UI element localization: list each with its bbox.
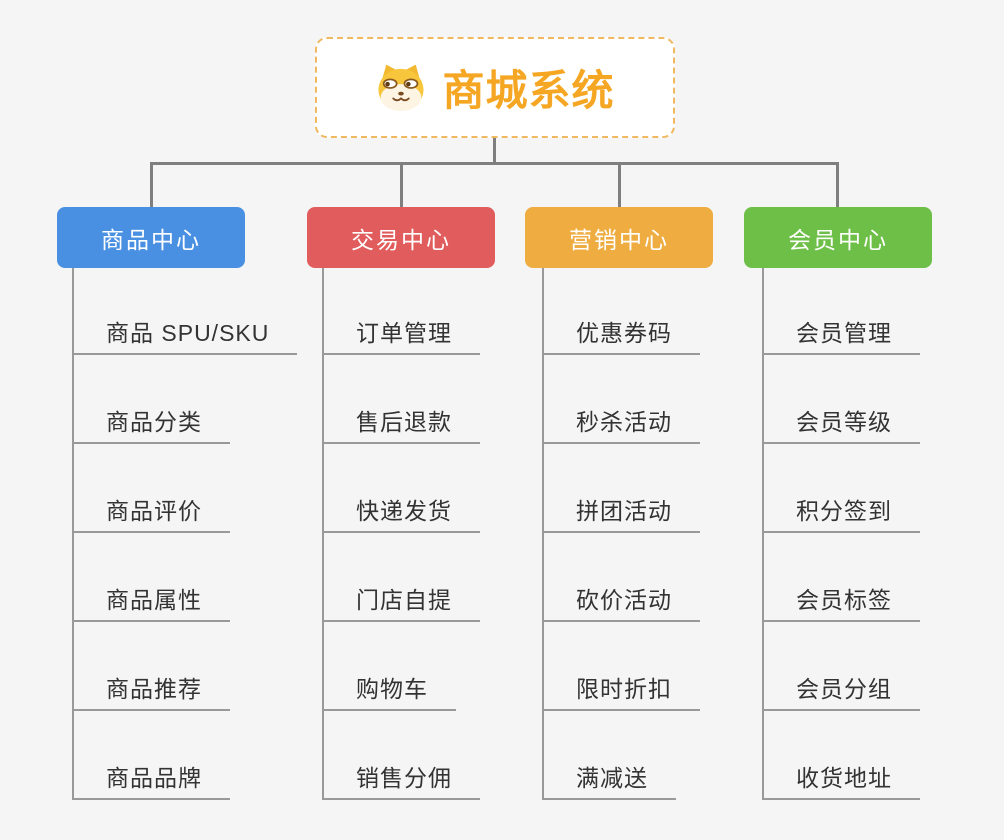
leaf-node[interactable]: 售后退款 xyxy=(322,398,480,444)
leaf-node[interactable]: 商品分类 xyxy=(72,398,230,444)
leaf-node[interactable]: 限时折扣 xyxy=(542,665,700,711)
connector-drop-trade xyxy=(400,162,403,207)
leaf-node[interactable]: 会员管理 xyxy=(762,309,920,355)
branch-node-member-center[interactable]: 会员中心 xyxy=(744,207,932,268)
leaf-node[interactable]: 商品属性 xyxy=(72,576,230,622)
root-node[interactable]: 商城系统 xyxy=(315,37,675,138)
leaf-node[interactable]: 会员分组 xyxy=(762,665,920,711)
spine-product-center xyxy=(72,268,74,799)
leaf-node[interactable]: 拼团活动 xyxy=(542,487,700,533)
leaf-node[interactable]: 会员等级 xyxy=(762,398,920,444)
leaf-node[interactable]: 商品 SPU/SKU xyxy=(72,309,298,355)
spine-trade-center xyxy=(322,268,324,799)
shiba-dog-icon xyxy=(378,64,425,111)
leaf-node[interactable]: 购物车 xyxy=(322,665,456,711)
leaf-node[interactable]: 收货地址 xyxy=(762,754,920,800)
leaf-node[interactable]: 商品品牌 xyxy=(72,754,230,800)
leaf-node[interactable]: 销售分佣 xyxy=(322,754,480,800)
spine-marketing-center xyxy=(542,268,544,799)
leaf-node[interactable]: 商品评价 xyxy=(72,487,230,533)
leaf-node[interactable]: 满减送 xyxy=(542,754,676,800)
leaf-node[interactable]: 积分签到 xyxy=(762,487,920,533)
leaf-node[interactable]: 秒杀活动 xyxy=(542,398,700,444)
leaf-node[interactable]: 快递发货 xyxy=(322,487,480,533)
leaf-node[interactable]: 门店自提 xyxy=(322,576,480,622)
connector-drop-marketing xyxy=(618,162,621,207)
connector-root-drop xyxy=(493,138,496,163)
spine-member-center xyxy=(762,268,764,799)
branch-node-trade-center[interactable]: 交易中心 xyxy=(307,207,495,268)
leaf-node[interactable]: 优惠券码 xyxy=(542,309,700,355)
root-title: 商城系统 xyxy=(442,67,615,114)
leaf-node[interactable]: 商品推荐 xyxy=(72,665,230,711)
leaf-node[interactable]: 会员标签 xyxy=(762,576,920,622)
connector-horizontal xyxy=(150,162,838,165)
branch-node-product-center[interactable]: 商品中心 xyxy=(57,207,245,268)
connector-drop-member xyxy=(836,162,839,207)
branch-node-marketing-center[interactable]: 营销中心 xyxy=(525,207,713,268)
leaf-node[interactable]: 订单管理 xyxy=(322,309,480,355)
leaf-node[interactable]: 砍价活动 xyxy=(542,576,700,622)
connector-drop-product xyxy=(150,162,153,207)
